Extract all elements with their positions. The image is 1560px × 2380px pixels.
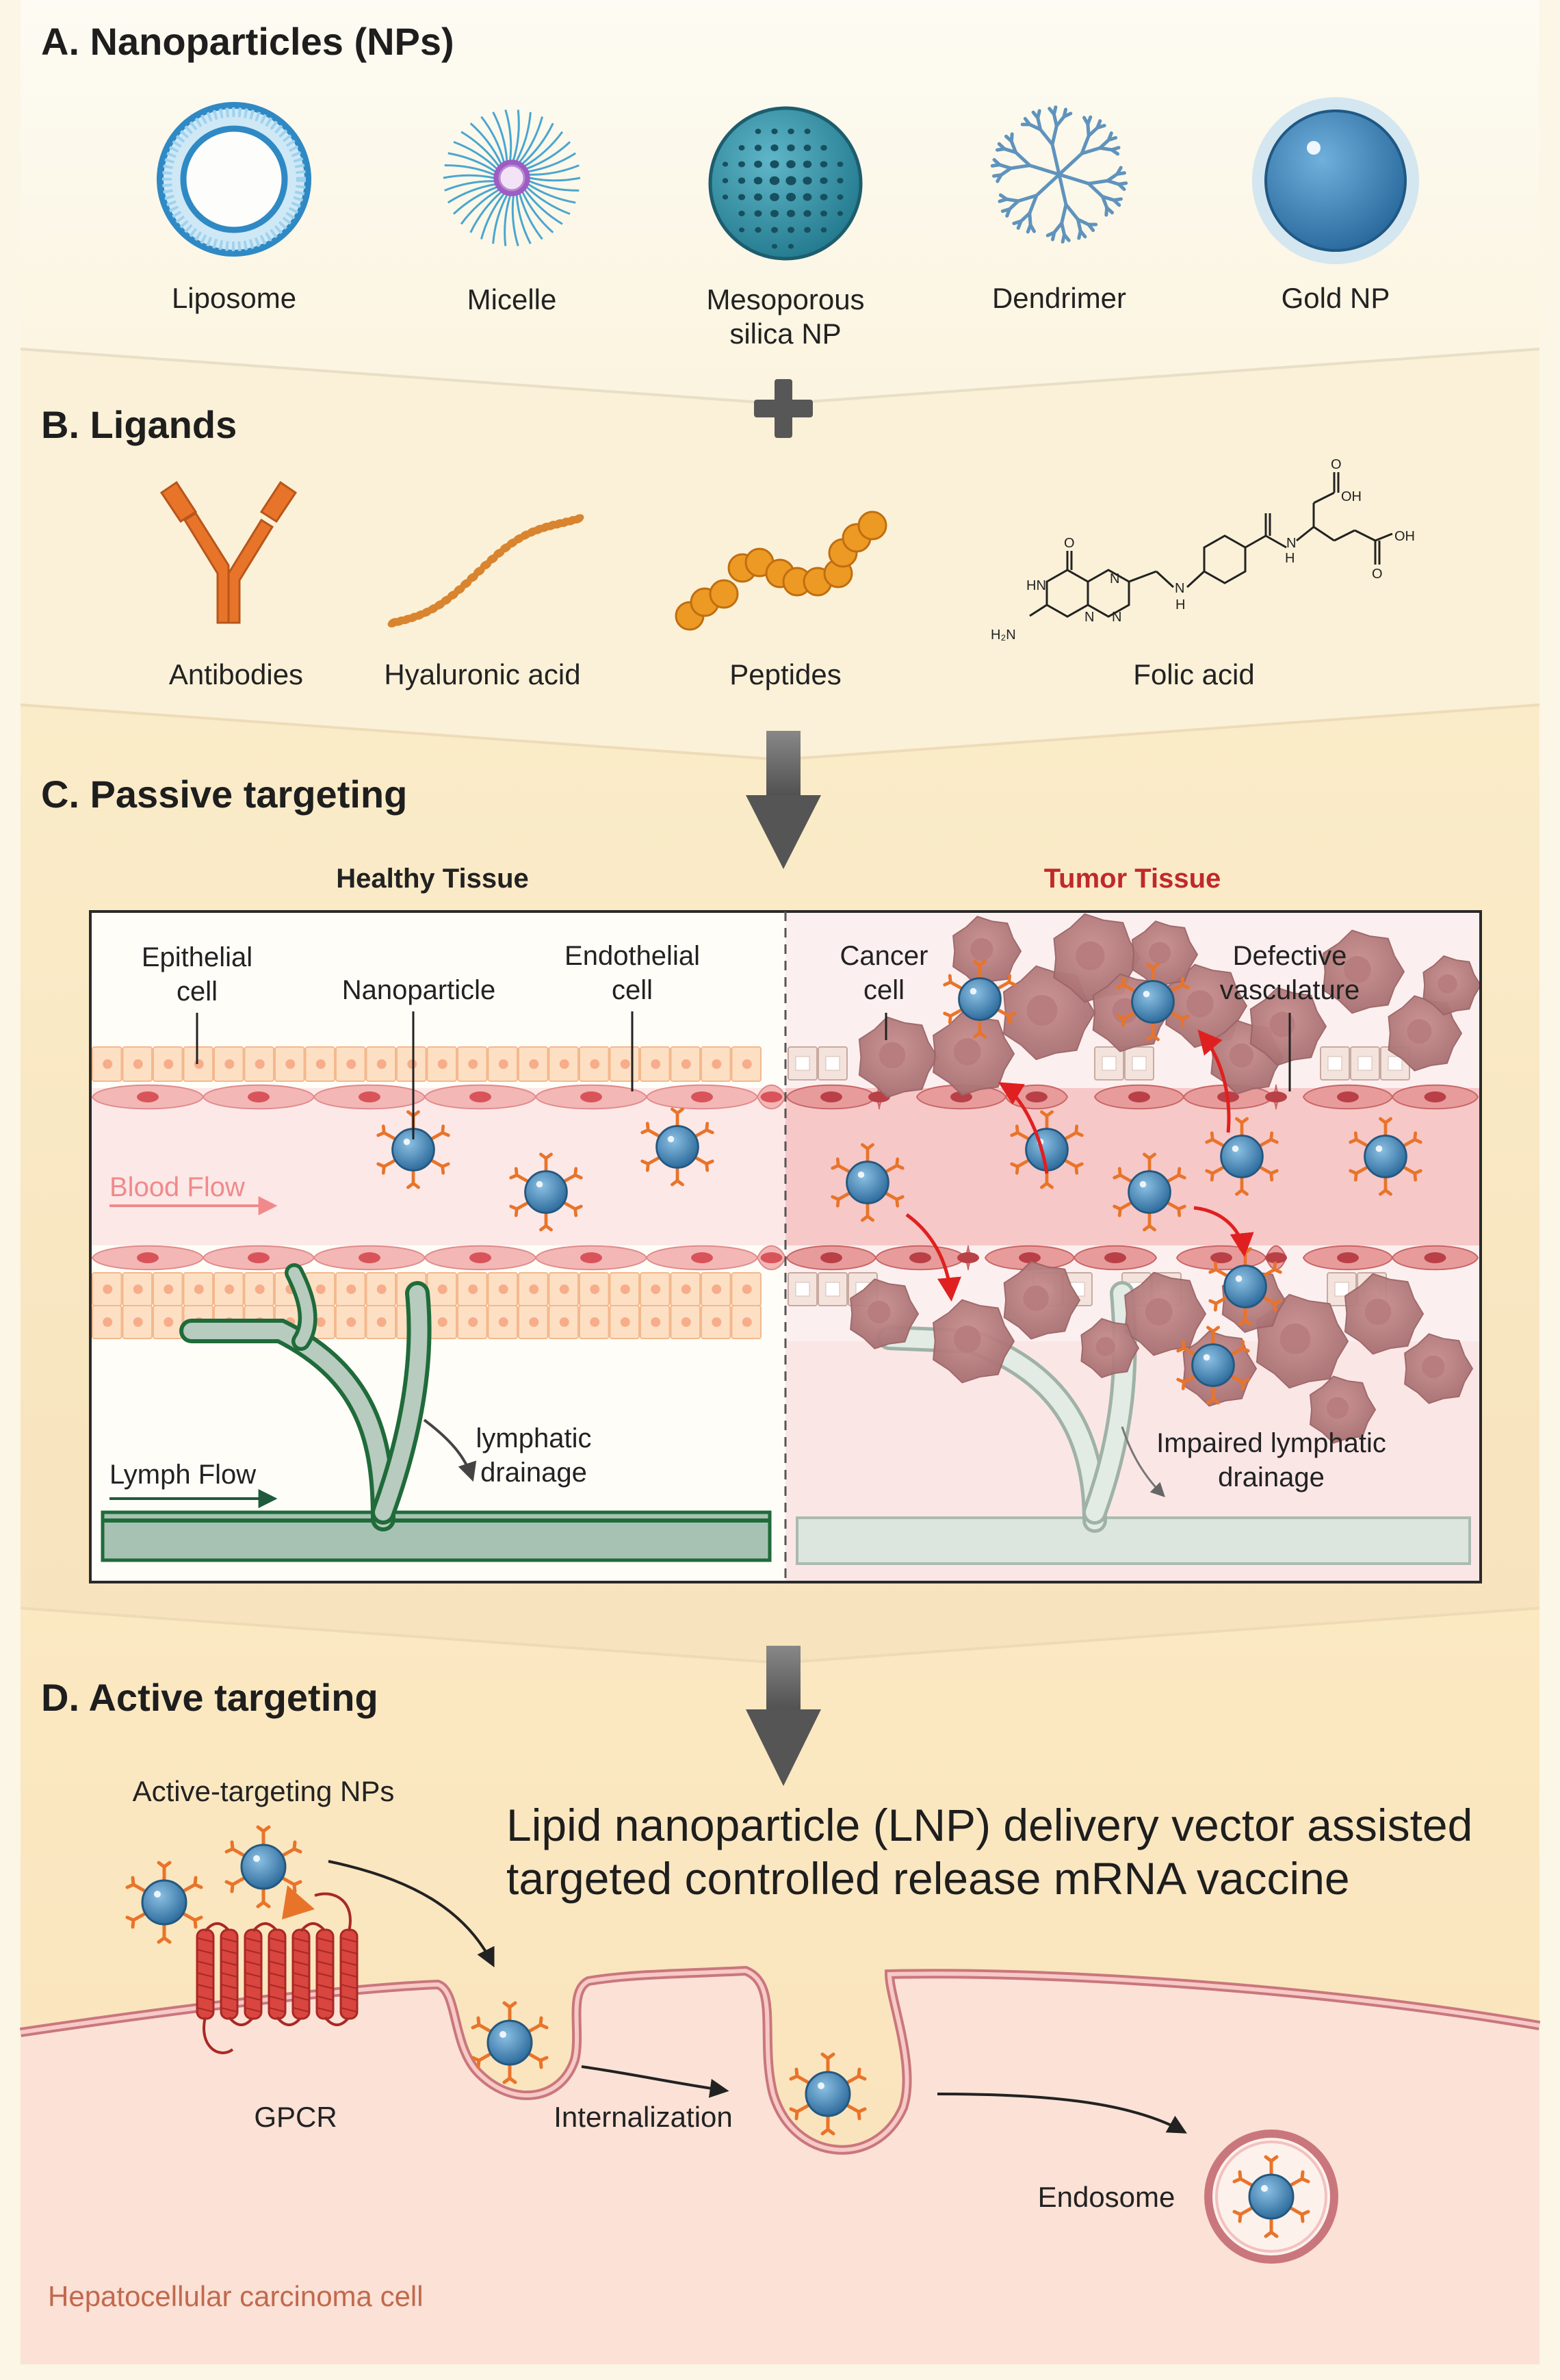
hyaluronic-acid-label: Hyaluronic acid — [384, 658, 580, 690]
blood-flow-label: Blood Flow — [109, 1172, 245, 1202]
healthy-tissue-title: Healthy Tissue — [336, 864, 529, 894]
plus-icon — [754, 379, 813, 438]
dendrimer-label: Dendrimer — [992, 282, 1126, 314]
section-b-background — [21, 349, 1539, 760]
chem-n-3: N — [1084, 610, 1094, 625]
chem-o-1: O — [1331, 457, 1342, 472]
membrane-inner-line — [20, 1968, 1540, 2152]
internalization-arrows — [328, 1860, 1187, 2134]
chem-n-2: N — [1110, 571, 1119, 586]
chem-n-4: N — [1112, 610, 1121, 625]
headline-line-1: Lipid nanoparticle (LNP) delivery vector… — [506, 1800, 1472, 1850]
tissue-layers — [91, 1046, 1479, 1339]
silica-np-label: silica NP — [729, 318, 841, 350]
section-a-title: A. Nanoparticles (NPs) — [41, 20, 454, 63]
hepatocellular-label: Hepatocellular carcinoma cell — [48, 2280, 424, 2312]
peptides-label: Peptides — [729, 658, 841, 690]
chem-oh-1: OH — [1341, 489, 1362, 504]
chem-n-5: N — [1175, 581, 1184, 596]
antibodies-label: Antibodies — [169, 658, 303, 690]
micelle-label: Micelle — [467, 283, 557, 315]
endosome-label: Endosome — [1038, 2181, 1175, 2213]
folic-acid-label: Folic acid — [1133, 658, 1254, 690]
micelle-icon — [443, 109, 581, 247]
peptides-icon — [675, 510, 887, 631]
antibody-icon — [159, 480, 298, 624]
drainage-arrow — [423, 1419, 477, 1482]
active-targeting-nps-label: Active-targeting NPs — [133, 1775, 395, 1807]
internalization-label: Internalization — [554, 2101, 733, 2133]
chem-oh-2: OH — [1394, 529, 1415, 544]
mesoporous-silica-icon — [708, 106, 863, 261]
defective-label-2: vasculature — [1220, 975, 1360, 1005]
gold-np-label: Gold NP — [1282, 282, 1390, 314]
cancer-cells — [850, 913, 1481, 1444]
liposome-icon — [157, 102, 311, 257]
chem-o-2: O — [1372, 567, 1383, 582]
chem-h-1: H — [1285, 551, 1295, 566]
dendrimer-icon — [990, 105, 1128, 244]
nanoparticle-label: Nanoparticle — [342, 975, 496, 1005]
section-b-title: B. Ligands — [41, 403, 237, 446]
lymphatic-label-2: drainage — [480, 1458, 587, 1488]
cancer-label-2: cell — [863, 975, 905, 1005]
chem-o-3: O — [1064, 536, 1075, 551]
liposome-label: Liposome — [172, 282, 296, 314]
endothelial-label-2: cell — [612, 975, 653, 1005]
cancer-label-1: Cancer — [840, 941, 928, 971]
tumor-tissue-title: Tumor Tissue — [1044, 864, 1221, 894]
lymphatic-label-1: lymphatic — [476, 1423, 592, 1453]
endothelial-label-1: Endothelial — [564, 941, 700, 971]
impaired-drainage-arrow — [1121, 1426, 1165, 1497]
epithelial-label-2: cell — [177, 976, 218, 1007]
hyaluronic-acid-icon — [387, 514, 584, 628]
impaired-label-1: Impaired lymphatic — [1156, 1428, 1386, 1458]
down-arrow-icon — [746, 731, 821, 869]
chem-h-2: H — [1175, 597, 1185, 612]
chem-n-1: N — [1286, 536, 1296, 551]
lymph-flow-label: Lymph Flow — [109, 1460, 256, 1490]
section-c-title: C. Passive targeting — [41, 773, 407, 816]
mesoporous-label: Mesoporous — [706, 283, 864, 315]
headline-line-2: targeted controlled release mRNA vaccine — [506, 1853, 1350, 1904]
ligand-triangle-icon — [282, 1885, 315, 1919]
epithelial-label-1: Epithelial — [142, 942, 252, 972]
gpcr-label: GPCR — [254, 2101, 337, 2133]
down-arrow-icon — [746, 1646, 821, 1786]
extravasation-arrows — [905, 1029, 1254, 1302]
impaired-label-2: drainage — [1218, 1462, 1325, 1492]
folic-acid-structure — [1029, 472, 1393, 618]
defective-label-1: Defective — [1233, 941, 1347, 971]
label-pointers — [196, 1011, 1291, 1139]
hepatocellular-cell — [21, 1971, 1539, 2364]
chem-h2n: H₂N — [991, 628, 1016, 643]
healthy-lymph-vessel — [101, 1263, 772, 1562]
gold-np-icon — [1252, 97, 1419, 264]
section-d-title: D. Active targeting — [41, 1676, 378, 1719]
gpcr-icon — [196, 1892, 359, 2054]
chem-hn: HN — [1026, 578, 1046, 593]
